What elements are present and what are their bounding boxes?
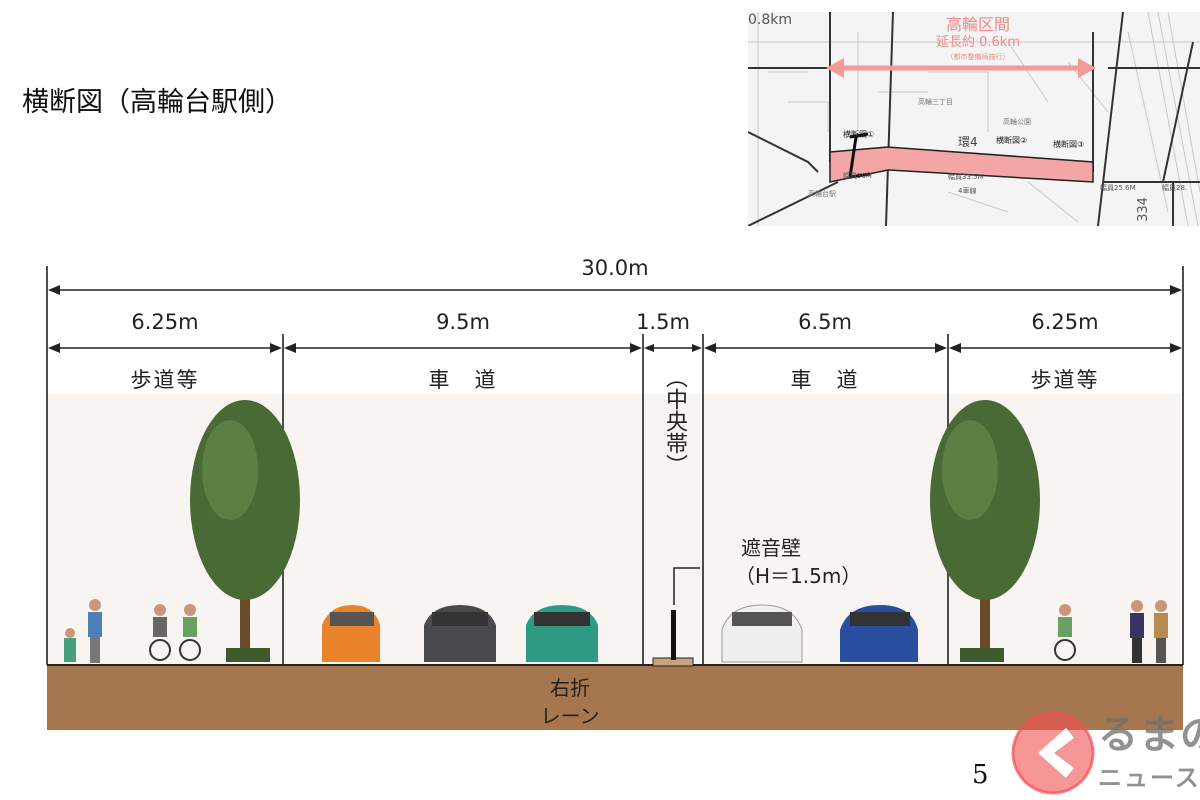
map-km: 0.8km <box>748 12 793 28</box>
ground <box>47 665 1183 730</box>
segment-2-width: 9.5m <box>436 310 490 334</box>
location-map: 0.8km 高輪区間 延長約 0.6km （都市整備局施行） 高輪三丁目 高輪公… <box>748 12 1200 226</box>
map-lanes: 4車線 <box>958 187 977 195</box>
map-width-3: 幅員25.6M <box>1100 184 1136 192</box>
map-length: 延長約 0.6km <box>936 35 1020 50</box>
car-orange <box>322 605 380 662</box>
sound-wall-label: 遮音壁 （H＝1.5m） <box>735 534 861 590</box>
map-note: （都市整備局施行） <box>946 53 1010 61</box>
logo-icon <box>1011 711 1095 795</box>
map-section-name: 高輪区間 <box>945 15 1010 34</box>
road-highlight <box>829 146 1094 183</box>
logo-text-1: るまの <box>1098 712 1200 758</box>
sidewalk-right-label: 歩道等 <box>1030 368 1100 392</box>
map-area-1: 高輪三丁目 <box>918 98 953 106</box>
car-teal <box>526 605 598 662</box>
car-dark-gray <box>424 605 496 662</box>
roadway-right-label: 車 道 <box>790 368 860 392</box>
page-number: 5 <box>972 760 989 790</box>
map-xsec-3: 横断図③ <box>1053 140 1085 149</box>
map-area-2: 高輪公園 <box>1003 118 1031 126</box>
segment-5-width: 6.25m <box>1031 310 1099 334</box>
pedestrians-right <box>1054 600 1168 663</box>
sound-wall-name: 遮音壁 <box>741 536 801 560</box>
arrowheads <box>48 285 1182 353</box>
map-area-3: 高輪台駅 <box>808 190 836 198</box>
pedestrians-left <box>64 599 201 663</box>
wall-leader-line <box>673 567 700 605</box>
section-1-marker <box>848 132 871 179</box>
turn-lane-line-2: レーン <box>540 704 600 728</box>
median-label: （中央帯） <box>662 366 687 476</box>
map-width-1: 幅員30M <box>843 172 872 180</box>
tree-right <box>930 400 1040 662</box>
car-blue <box>840 605 918 662</box>
car-white <box>721 604 803 663</box>
sidewalk-left-label: 歩道等 <box>130 368 200 392</box>
map-xsec-1: 横断図① <box>843 130 875 139</box>
sound-wall-height: （H＝1.5m） <box>735 564 862 588</box>
map-graphic <box>748 12 1200 226</box>
segment-3-width: 1.5m <box>636 310 690 334</box>
roadway-left-label: 車 道 <box>428 368 498 392</box>
tree-left <box>190 400 300 662</box>
page-title: 横断図（高輪台駅側） <box>22 87 292 118</box>
segment-4-width: 6.5m <box>798 310 852 334</box>
total-width-label: 30.0m <box>581 256 649 280</box>
map-width-4: 幅員28. <box>1162 184 1188 192</box>
logo-text-2: ニュース <box>1098 764 1200 792</box>
map-xsec-2: 横断図② <box>996 136 1028 145</box>
map-route: 環4 <box>958 135 978 149</box>
segment-1-width: 6.25m <box>131 310 199 334</box>
map-width-2: 幅員33.5M <box>948 173 984 181</box>
sound-wall <box>671 610 676 660</box>
right-turn-lane-label: 右折 レーン <box>520 674 620 730</box>
turn-lane-line-1: 右折 <box>550 676 590 700</box>
